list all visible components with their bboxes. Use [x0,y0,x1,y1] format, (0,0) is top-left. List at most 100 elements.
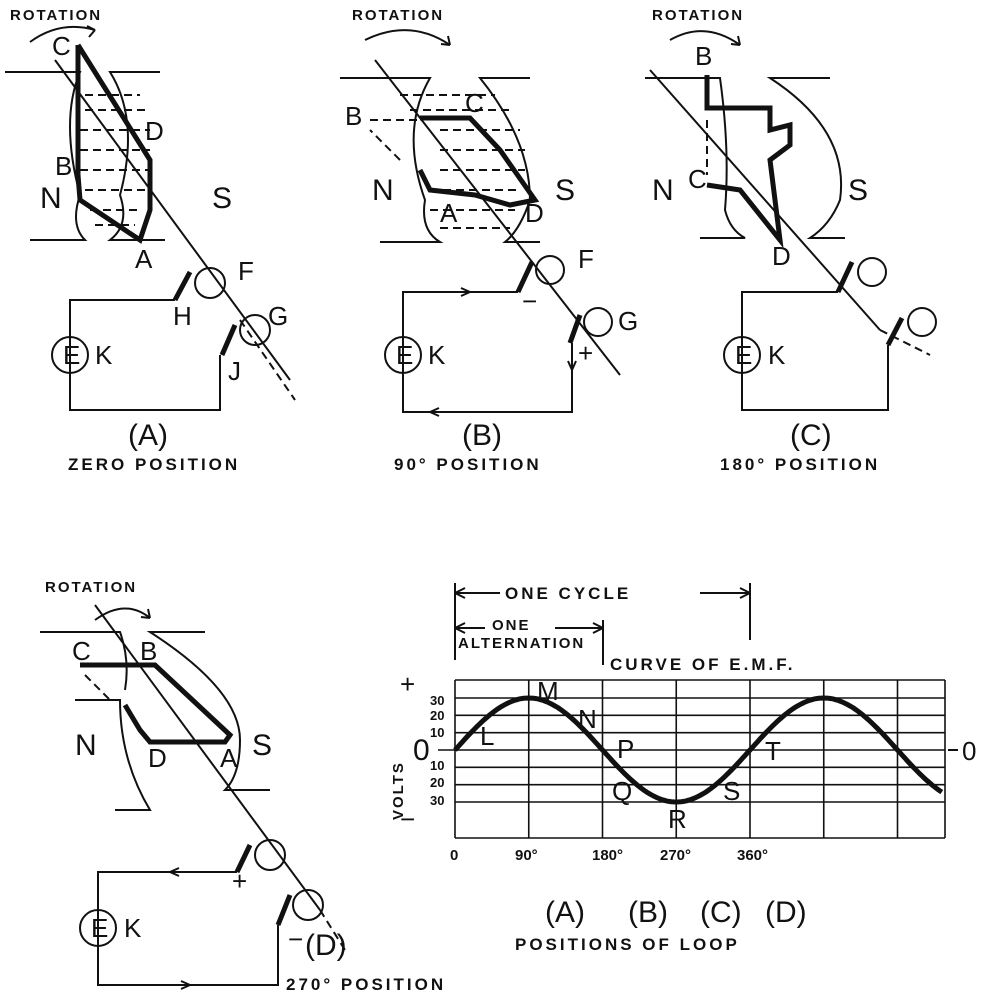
svg-text:F: F [238,256,254,286]
position-a: (A) [545,896,585,929]
rotation-arrow-b [365,30,450,45]
caption-c: 180° POSITION [720,455,880,474]
one-cycle-label: ONE CYCLE [505,584,631,603]
xtick-90: 90° [515,847,538,864]
diagram-b: ROTATION B C A D N S F G − + E K (B) 90°… [340,7,638,474]
brush-g-c [888,318,902,345]
south-pole-d [150,632,270,790]
caption-a: ZERO POSITION [68,455,240,474]
svg-text:D: D [772,241,791,271]
svg-text:E: E [91,913,108,943]
svg-text:B: B [55,151,72,181]
slip-ring-g-a [240,315,270,345]
svg-text:F: F [578,244,594,274]
brush-g-d [278,895,290,925]
south-pole-c [770,78,845,238]
diagram-a: ROTATION C B D A N S F G H J E K (A) [5,7,295,474]
svg-text:C: C [52,31,71,61]
svg-text:+: + [232,866,247,896]
loop-a [78,45,150,240]
point-n: N [578,704,597,734]
ytick-pos-30: 30 [430,693,444,708]
point-p: P [617,734,634,764]
xtick-270: 270° [660,847,691,864]
svg-text:−: − [288,924,303,954]
svg-text:E: E [63,340,80,370]
one-alternation-label-2: ALTERNATION [458,635,585,652]
zero-right: 0 [962,736,976,766]
svg-text:S: S [848,174,868,207]
emf-graph: ONE CYCLE ONE ALTERNATION CURVE OF E.M.F… [390,583,976,954]
svg-text:−: − [522,286,537,316]
point-m: M [537,676,559,706]
svg-text:D: D [148,743,167,773]
ytick-pos-20: 20 [430,708,444,723]
svg-text:K: K [124,913,142,943]
svg-text:K: K [95,340,113,370]
position-c: (C) [700,896,742,929]
svg-text:H: H [173,301,192,331]
diagram-c: ROTATION B C D N S E K (C) 180° POSITION [645,7,936,474]
svg-text:D: D [145,116,164,146]
brush-f-c [838,262,852,292]
point-l: L [480,721,494,751]
circuit-c [742,292,888,410]
loop-c [707,75,790,240]
svg-text:A: A [440,198,458,228]
south-pole-a [110,72,165,240]
caption-letter-b: (B) [462,419,502,452]
svg-text:N: N [75,729,97,762]
svg-text:C: C [465,88,484,118]
ytick-neg-30: 30 [430,793,444,808]
graph-grid [438,680,945,838]
ytick-neg-10: 10 [430,758,444,773]
svg-text:B: B [695,41,712,71]
xtick-180: 180° [592,847,623,864]
svg-text:S: S [555,174,575,207]
y-plus: + [400,669,415,699]
svg-text:E: E [735,340,752,370]
svg-text:D: D [525,198,544,228]
svg-text:+: + [578,338,593,368]
slip-ring-g-b [584,308,612,336]
graph-title: CURVE OF E.M.F. [610,655,795,674]
positions-caption: POSITIONS OF LOOP [515,935,740,954]
position-b: (B) [628,896,668,929]
xtick-360: 360° [737,847,768,864]
brush-j-a [222,325,235,355]
zero-left: 0 [413,734,430,767]
xtick-0: 0 [450,847,458,864]
slip-ring-g-c [908,308,936,336]
point-s: S [723,776,740,806]
svg-text:A: A [135,244,153,274]
svg-text:C: C [688,164,707,194]
svg-text:S: S [212,182,232,215]
brush-h-a [175,272,190,300]
svg-text:G: G [618,306,638,336]
svg-text:N: N [652,174,674,207]
rotation-label-a: ROTATION [10,7,102,24]
svg-text:C: C [72,636,91,666]
svg-text:S: S [252,729,272,762]
diagram-d: ROTATION C B D A N S + − E K (D) 270° PO… [40,579,446,994]
rotation-label-d: ROTATION [45,579,137,596]
svg-text:E: E [396,340,413,370]
caption-letter-a: (A) [128,419,168,452]
caption-b: 90° POSITION [394,455,542,474]
north-pole-c [645,78,745,238]
svg-text:K: K [428,340,446,370]
shaft-d [95,605,320,910]
shaft-b [375,60,620,375]
rotation-arrow-d [95,608,150,620]
rotation-label-b: ROTATION [352,7,444,24]
rotation-label-c: ROTATION [652,7,744,24]
svg-text:A: A [220,743,238,773]
point-q: Q [612,776,632,806]
svg-text:K: K [768,340,786,370]
svg-text:J: J [228,356,241,386]
caption-letter-d: (D) [305,929,347,962]
slip-ring-f-b [536,256,564,284]
svg-text:N: N [372,174,394,207]
